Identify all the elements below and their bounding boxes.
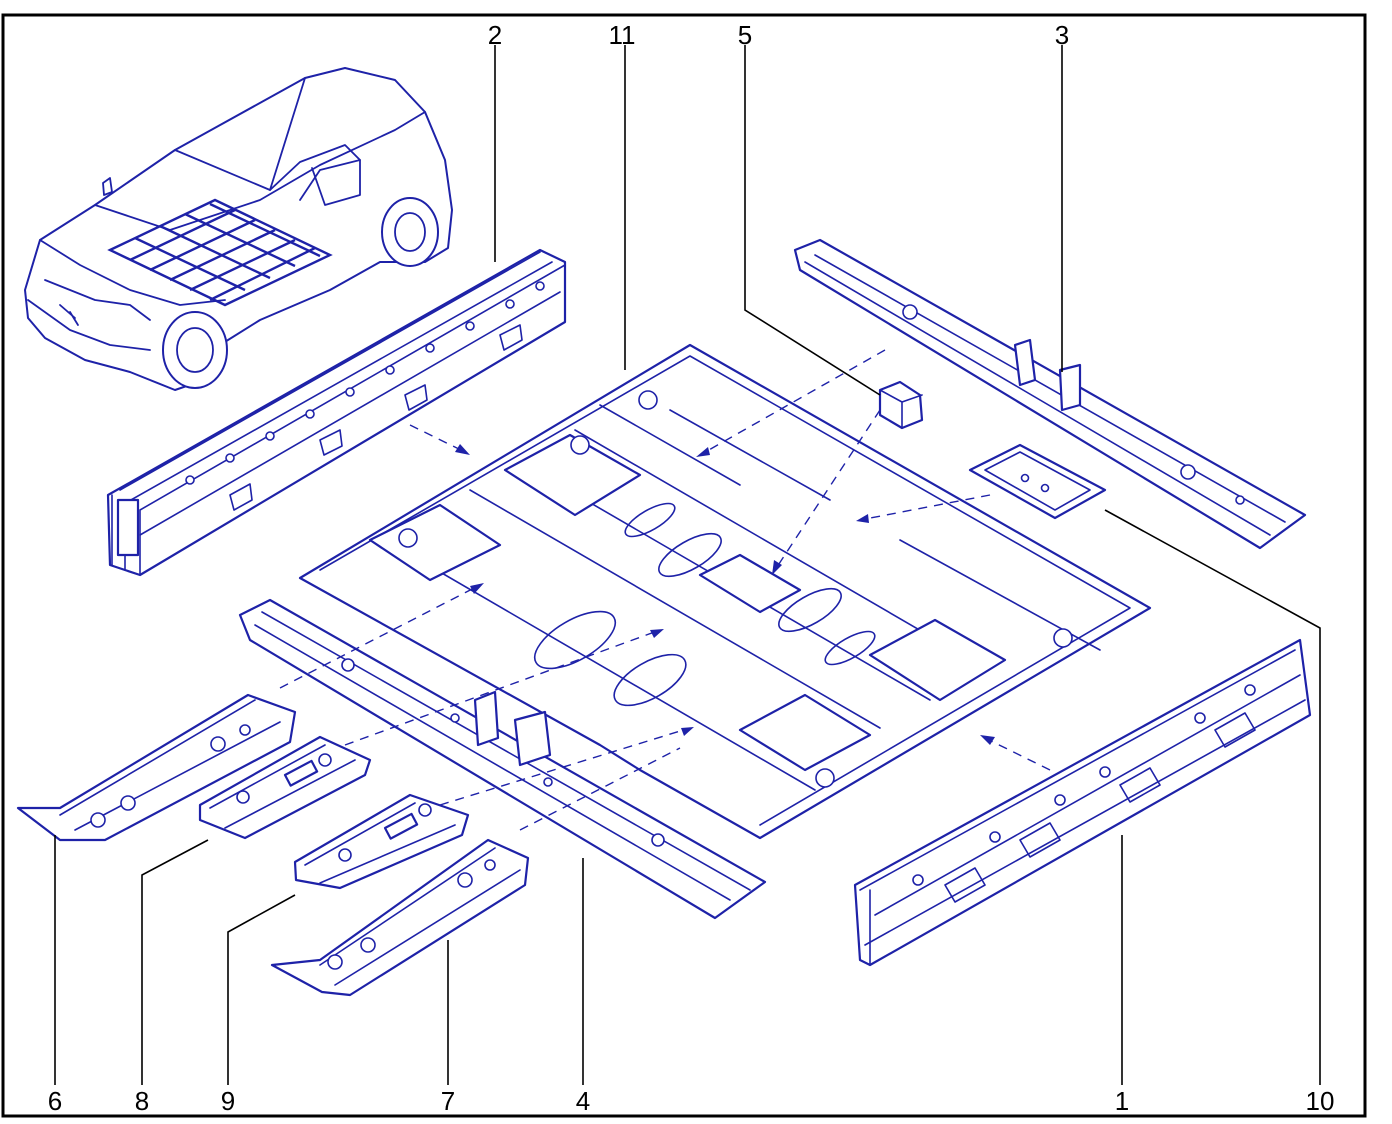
callout-11: 11: [609, 20, 636, 50]
callout-3: 3: [1055, 20, 1069, 50]
callout-leaders: [54, 45, 1321, 1085]
callout-7: 7: [441, 1086, 455, 1116]
part-6-crossmember: [16, 693, 297, 842]
callout-8: 8: [135, 1086, 149, 1116]
callout-numbers: 2 11 5 3 6 8 9 7 4 1 10: [48, 20, 1335, 1116]
part-2-rocker-left: [106, 248, 567, 577]
part-7-crossmember: [270, 838, 530, 997]
diagram-frame: [1, 13, 1367, 1118]
car-thumbnail: [24, 67, 453, 391]
callout-1: 1: [1115, 1086, 1129, 1116]
part-1-holes: [912, 684, 1256, 886]
callout-2: 2: [488, 20, 502, 50]
assembly-arrows: [279, 349, 1051, 831]
part-11-floor-panel: [298, 343, 1152, 840]
callout-10: 10: [1306, 1086, 1335, 1116]
part-5-bracket: [878, 380, 924, 430]
part-8-crossmember: [198, 735, 372, 840]
part-3-rail-right: [793, 238, 1307, 550]
callout-4: 4: [576, 1086, 590, 1116]
callout-6: 6: [48, 1086, 62, 1116]
part-1-rocker-right: [853, 638, 1312, 967]
part-10-bracket: [968, 443, 1107, 520]
part-2-holes: [185, 281, 545, 485]
callout-5: 5: [738, 20, 752, 50]
callout-9: 9: [221, 1086, 235, 1116]
part-4-center-rail: [238, 598, 767, 920]
part-9-crossmember: [293, 793, 470, 890]
